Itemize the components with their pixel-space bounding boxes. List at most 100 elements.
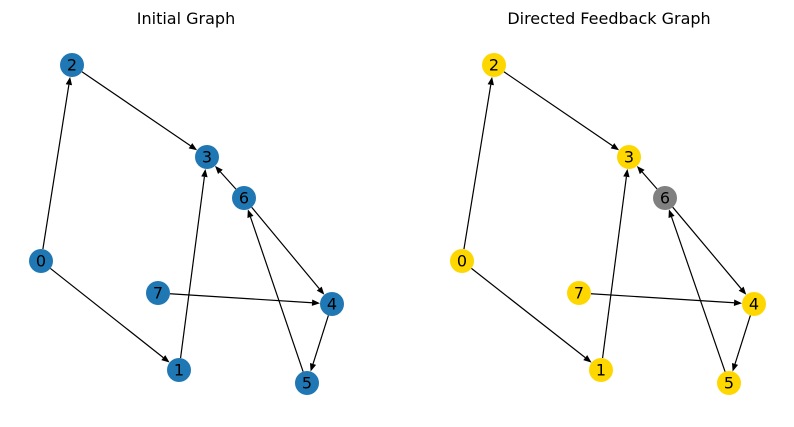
edge-6-to-4: [251, 206, 325, 295]
edge-2-to-3: [81, 71, 198, 151]
node-6: 6: [653, 186, 677, 210]
edge-line: [641, 171, 658, 190]
edge-line: [670, 216, 726, 372]
node-5: 5: [295, 371, 319, 395]
arrowhead-icon: [65, 76, 73, 86]
edge-7-to-4: [169, 293, 321, 306]
arrowhead-icon: [201, 168, 208, 178]
node-circle: [295, 371, 319, 395]
node-2: 2: [482, 53, 506, 77]
arrowhead-icon: [738, 286, 747, 295]
node-0: 0: [29, 249, 53, 273]
node-circle: [617, 145, 641, 169]
node-6: 6: [232, 186, 256, 210]
edge-line: [219, 171, 237, 190]
node-3: 3: [195, 145, 219, 169]
edge-line: [672, 206, 742, 290]
edge-line: [590, 293, 735, 304]
node-circle: [742, 292, 766, 316]
node-label: 5: [724, 374, 734, 393]
arrowhead-icon: [623, 168, 630, 178]
edge-line: [734, 315, 751, 365]
arrowhead-icon: [610, 143, 620, 151]
edge-7-to-4: [590, 293, 743, 306]
arrowhead-icon: [668, 209, 675, 218]
edge-0-to-2: [42, 76, 73, 250]
node-label: 1: [174, 361, 184, 380]
node-label: 0: [36, 252, 46, 271]
edge-0-to-1: [471, 267, 592, 363]
node-label: 2: [489, 56, 499, 75]
node-circle: [450, 249, 474, 273]
edge-0-to-1: [50, 267, 170, 363]
node-circle: [653, 186, 677, 210]
edge-line: [251, 206, 320, 289]
arrowhead-icon: [215, 165, 223, 174]
node-circle: [717, 371, 741, 395]
edge-5-to-6: [247, 209, 304, 372]
arrowhead-icon: [188, 143, 198, 151]
node-5: 5: [717, 371, 741, 395]
node-2: 2: [60, 53, 84, 77]
node-7: 7: [146, 281, 170, 305]
node-label: 1: [596, 361, 606, 380]
node-label: 6: [239, 189, 249, 208]
arrowhead-icon: [161, 355, 170, 363]
node-label: 5: [302, 374, 312, 393]
arrowhead-icon: [733, 299, 743, 306]
arrowhead-icon: [309, 362, 317, 372]
node-circle: [195, 145, 219, 169]
edge-6-to-3: [636, 166, 658, 190]
node-circle: [482, 53, 506, 77]
node-circle: [29, 249, 53, 273]
edge-line: [601, 176, 627, 359]
node-circle: [60, 53, 84, 77]
node-label: 3: [624, 148, 634, 167]
arrowhead-icon: [247, 209, 254, 218]
node-0: 0: [450, 249, 474, 273]
node-1: 1: [167, 358, 191, 382]
node-circle: [589, 358, 613, 382]
node-7: 7: [567, 281, 591, 305]
panel-initial-graph: 0 1 2 3 4 5 6 7: [29, 53, 344, 395]
node-circle: [567, 281, 591, 305]
edge-2-to-3: [503, 71, 620, 151]
node-4: 4: [320, 292, 344, 316]
node-label: 0: [457, 252, 467, 271]
node-label: 2: [67, 56, 77, 75]
node-circle: [146, 281, 170, 305]
edge-line: [169, 293, 313, 304]
edge-4-to-5: [309, 315, 329, 372]
node-label: 3: [202, 148, 212, 167]
arrowhead-icon: [311, 299, 321, 306]
edge-1-to-3: [601, 168, 630, 359]
arrowhead-icon: [316, 286, 325, 295]
node-circle: [232, 186, 256, 210]
node-circle: [167, 358, 191, 382]
edge-line: [249, 216, 304, 372]
edge-line: [81, 71, 191, 147]
edge-line: [471, 267, 586, 359]
node-label: 4: [327, 295, 337, 314]
arrowhead-icon: [731, 362, 739, 372]
node-1: 1: [589, 358, 613, 382]
node-4: 4: [742, 292, 766, 316]
edge-line: [179, 176, 205, 359]
edge-6-to-4: [672, 206, 747, 295]
arrowhead-icon: [487, 76, 494, 86]
node-label: 4: [749, 295, 759, 314]
edge-6-to-3: [215, 165, 237, 190]
edge-line: [503, 71, 613, 147]
node-circle: [320, 292, 344, 316]
panel-title-initial-graph: Initial Graph: [137, 9, 235, 28]
edge-4-to-5: [731, 315, 751, 372]
arrowhead-icon: [583, 355, 592, 363]
edge-1-to-3: [179, 168, 208, 359]
panel-title-directed-feedback-graph: Directed Feedback Graph: [507, 9, 710, 28]
node-label: 7: [153, 284, 163, 303]
arrowhead-icon: [636, 166, 645, 175]
edge-5-to-6: [668, 209, 726, 372]
panel-directed-feedback-graph: 0 1 2 3 4 5 6 7: [450, 53, 766, 395]
edge-line: [312, 315, 329, 365]
